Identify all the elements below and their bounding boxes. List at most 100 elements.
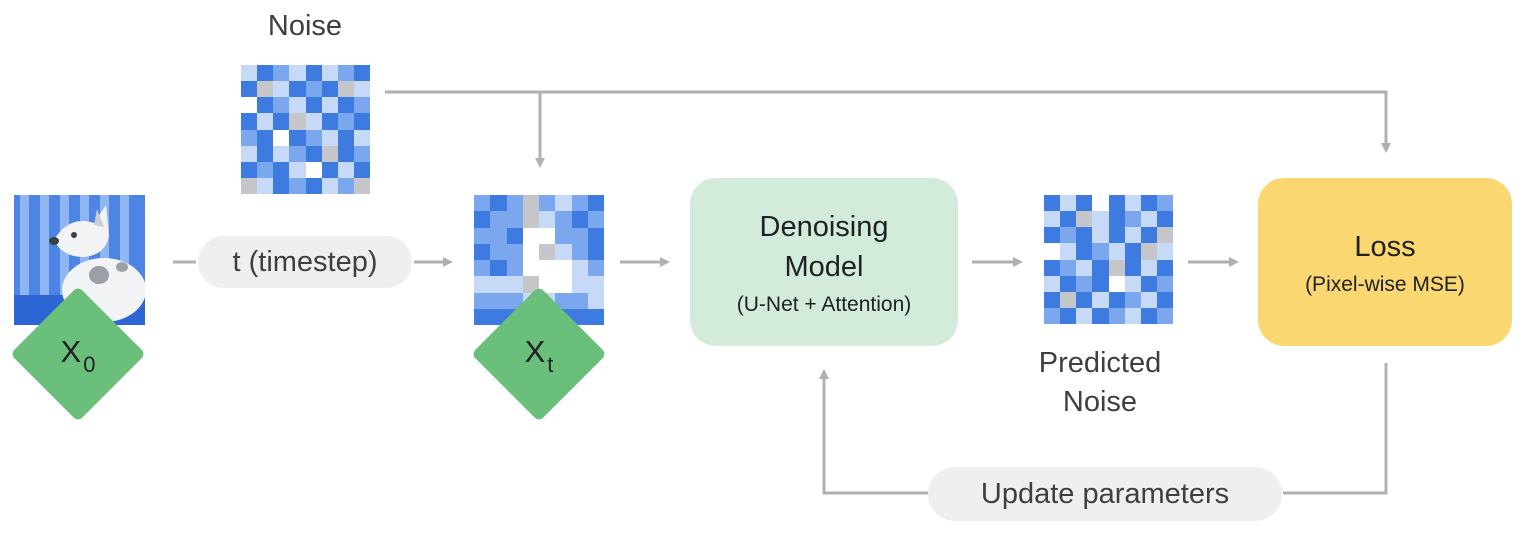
pixel-cell xyxy=(587,292,604,309)
pixel-cell xyxy=(305,145,322,162)
noise-label: Noise xyxy=(267,10,343,42)
pixel-cell xyxy=(1092,211,1109,228)
pixel-cell xyxy=(587,260,604,277)
pixel-cell xyxy=(1044,243,1061,260)
pixel-cell xyxy=(305,97,322,114)
pixel-cell xyxy=(1124,259,1141,276)
pixel-cell xyxy=(273,65,290,82)
pixel-cell xyxy=(1124,195,1141,212)
pixel-cell xyxy=(1076,227,1093,244)
pixel-cell xyxy=(353,161,370,178)
pixel-cell xyxy=(273,129,290,146)
pixel-cell xyxy=(506,195,523,212)
pixel-cell xyxy=(241,177,258,194)
pixel-cell xyxy=(1156,307,1173,324)
pixel-cell xyxy=(571,308,588,325)
pixel-cell xyxy=(1076,291,1093,308)
pixel-cell xyxy=(1076,307,1093,324)
xt-label: Xt xyxy=(524,334,554,377)
pixel-cell xyxy=(555,292,572,309)
pixel-cell xyxy=(1140,275,1157,292)
pixel-cell xyxy=(587,243,604,260)
pixel-cell xyxy=(1060,291,1077,308)
pixel-cell xyxy=(353,145,370,162)
pixel-cell xyxy=(522,243,539,260)
pixel-cell xyxy=(522,227,539,244)
pixel-cell xyxy=(1140,307,1157,324)
pixel-cell xyxy=(1124,307,1141,324)
pixel-cell xyxy=(1156,291,1173,308)
loss-to-update-line xyxy=(1283,363,1388,495)
pixel-cell xyxy=(257,129,274,146)
pixel-cell xyxy=(1140,243,1157,260)
pixel-cell xyxy=(490,292,507,309)
pixel-cell xyxy=(305,113,322,130)
pixel-cell xyxy=(587,276,604,293)
pixel-cell xyxy=(1124,291,1141,308)
pixel-cell xyxy=(353,65,370,82)
pixel-cell xyxy=(321,177,338,194)
pixel-cell xyxy=(289,129,306,146)
pixel-cell xyxy=(522,211,539,228)
predicted-noise-image xyxy=(1044,195,1173,324)
pixel-cell xyxy=(506,211,523,228)
pixel-cell xyxy=(1140,211,1157,228)
pixel-cell xyxy=(1108,211,1125,228)
pixel-cell xyxy=(337,145,354,162)
x0-dog-image xyxy=(14,195,145,325)
pixel-cell xyxy=(1140,195,1157,212)
loss-box: Loss (Pixel-wise MSE) xyxy=(1258,178,1512,346)
pixel-cell xyxy=(257,177,274,194)
denoising-model-title: Denoising Model xyxy=(759,211,889,283)
pixel-cell xyxy=(1060,227,1077,244)
pixel-cell xyxy=(289,113,306,130)
pixel-cell xyxy=(257,65,274,82)
pixel-cell xyxy=(353,129,370,146)
xt-noisy-image xyxy=(474,195,604,325)
pixel-cell xyxy=(1108,259,1125,276)
x0-label: X0 xyxy=(60,334,96,377)
pixel-cell xyxy=(1156,259,1173,276)
pixel-cell xyxy=(587,211,604,228)
pixel-cell xyxy=(539,243,556,260)
pixel-cell xyxy=(490,227,507,244)
pixel-cell xyxy=(305,129,322,146)
pixel-cell xyxy=(1060,195,1077,212)
pixel-cell xyxy=(1092,227,1109,244)
pixel-cell xyxy=(1092,259,1109,276)
pixel-cell xyxy=(1060,211,1077,228)
pixel-cell xyxy=(506,243,523,260)
pixel-cell xyxy=(1044,291,1061,308)
pixel-cell xyxy=(1124,275,1141,292)
noise-to-loss-arrow xyxy=(385,90,1391,153)
pixel-cell xyxy=(321,65,338,82)
pixel-cell xyxy=(1092,291,1109,308)
update-to-model-arrow xyxy=(819,369,928,495)
pixel-cell xyxy=(1108,275,1125,292)
pixel-cell xyxy=(337,113,354,130)
pixel-cell xyxy=(571,276,588,293)
pixel-cell xyxy=(571,243,588,260)
noise-image xyxy=(241,65,370,194)
pixel-cell xyxy=(289,81,306,98)
pixel-cell xyxy=(490,260,507,277)
pixel-cell xyxy=(337,177,354,194)
pixel-cell xyxy=(522,260,539,277)
pixel-cell xyxy=(273,97,290,114)
pixel-cell xyxy=(321,145,338,162)
pixel-cell xyxy=(1044,195,1061,212)
pixel-cell xyxy=(1076,275,1093,292)
pixel-cell xyxy=(490,195,507,212)
pixel-cell xyxy=(241,81,258,98)
pixel-cell xyxy=(1060,259,1077,276)
pixel-cell xyxy=(555,195,572,212)
pixel-cell xyxy=(1044,275,1061,292)
pixel-cell xyxy=(474,211,491,228)
pixel-cell xyxy=(321,129,338,146)
loss-title: Loss xyxy=(1354,231,1416,263)
loss-subtitle: (Pixel-wise MSE) xyxy=(1305,273,1465,296)
pixel-cell xyxy=(555,243,572,260)
pixel-cell xyxy=(321,161,338,178)
pixel-cell xyxy=(1092,195,1109,212)
pixel-cell xyxy=(555,260,572,277)
